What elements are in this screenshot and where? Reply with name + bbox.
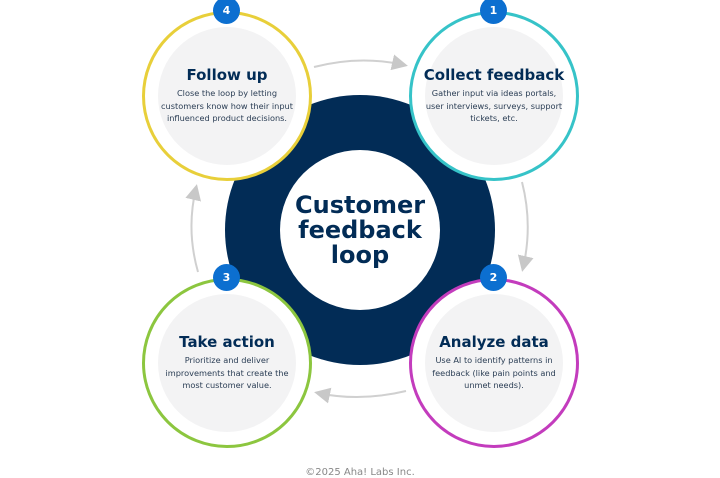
- step-title: Take action: [179, 333, 275, 352]
- step-badge-1: 1: [480, 0, 507, 24]
- step-description: Prioritize and deliver improvements that…: [165, 355, 289, 391]
- diagram-title: Customer feedback loop: [295, 190, 426, 269]
- center-hub: Customer feedback loop: [280, 150, 440, 310]
- step-description: Use AI to identify patterns in feedback …: [432, 355, 556, 391]
- step-title: Follow up: [186, 66, 268, 85]
- step-badge-4: 4: [213, 0, 240, 24]
- step-description: Close the loop by letting customers know…: [161, 88, 293, 124]
- copyright-footer: ©2025 Aha! Labs Inc.: [305, 467, 415, 478]
- step-title: Collect feedback: [423, 66, 565, 85]
- arrow-4-to-1: [313, 54, 408, 71]
- step-badge-2: 2: [480, 264, 507, 291]
- step-follow-up: Follow up Close the loop by letting custo…: [142, 11, 312, 181]
- arrow-1-to-2: [517, 181, 534, 272]
- arrow-2-to-3: [314, 387, 407, 404]
- arrow-3-to-4: [185, 184, 202, 273]
- step-badge-3: 3: [213, 264, 240, 291]
- step-description: Gather input via ideas portals, user int…: [425, 88, 563, 124]
- step-title: Analyze data: [439, 333, 549, 352]
